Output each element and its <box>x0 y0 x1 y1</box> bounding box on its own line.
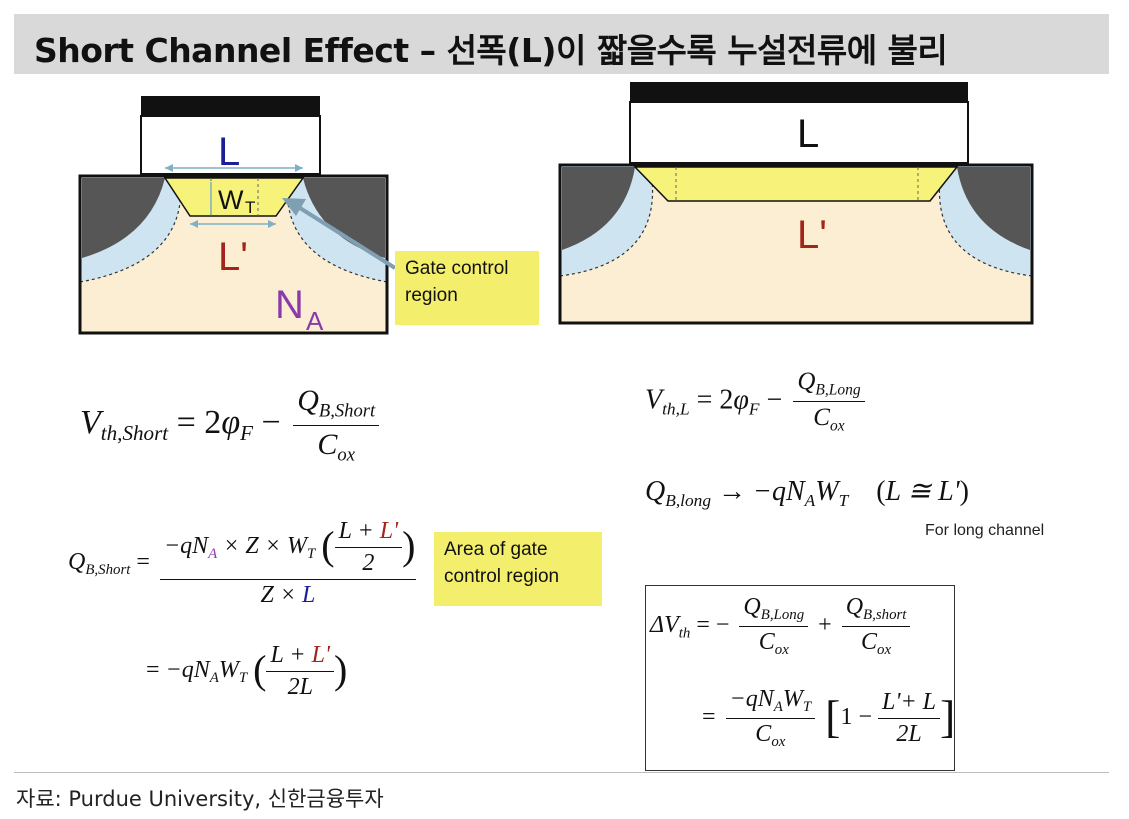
equation-qb-long: QB,long → −qNAWT (L ≅ L') <box>645 476 969 511</box>
doping-sub: A <box>306 306 324 336</box>
footer-rule <box>14 772 1109 773</box>
equation-qb-short-2: = −qNAWT (L + L'2L) <box>146 642 348 700</box>
long-channel-note: For long channel <box>925 522 1045 539</box>
area-of-gate-callout: Area of gate control region <box>434 532 602 606</box>
drain-right <box>957 167 1030 250</box>
mosfet-diagrams: L W T L' N A L L' <box>78 82 1034 336</box>
channel-length-label-right: L' <box>797 213 827 257</box>
gate-control-callout: Gate control region <box>395 251 539 325</box>
gate-control-callout-text: Gate control region <box>405 258 509 306</box>
drain-left <box>303 178 385 258</box>
long-channel-diagram: L L' <box>558 82 1034 325</box>
gate-control-region-left <box>163 177 305 217</box>
title-bar: Short Channel Effect – 선폭(L)이 짧을수록 누설전류에… <box>14 14 1109 74</box>
gate-oxide-left <box>140 115 321 175</box>
gate-length-label-right: L <box>797 112 819 156</box>
channel-length-label-left: L' <box>218 235 248 279</box>
depletion-width-label: W <box>218 185 244 215</box>
page-title: Short Channel Effect – 선폭(L)이 짧을수록 누설전류에… <box>34 31 948 70</box>
gate-electrode-right <box>630 82 968 102</box>
area-of-gate-callout-text: Area of gate control region <box>444 539 560 587</box>
short-channel-diagram: L W T L' N A <box>78 96 397 336</box>
gate-electrode-left <box>141 96 320 116</box>
source-note: 자료: Purdue University, 신한금융투자 <box>16 787 384 811</box>
source-right <box>562 167 635 250</box>
source-left <box>82 178 165 258</box>
depletion-width-sub: T <box>245 198 255 217</box>
equation-qb-short: QB,Short = −qNA × Z × WT (L + L'2) Z × L <box>68 518 416 608</box>
gate-control-region-right <box>633 166 959 202</box>
gate-length-label-left: L <box>218 130 240 174</box>
doping-label: N <box>275 283 304 327</box>
gate-oxide-right <box>629 101 969 164</box>
